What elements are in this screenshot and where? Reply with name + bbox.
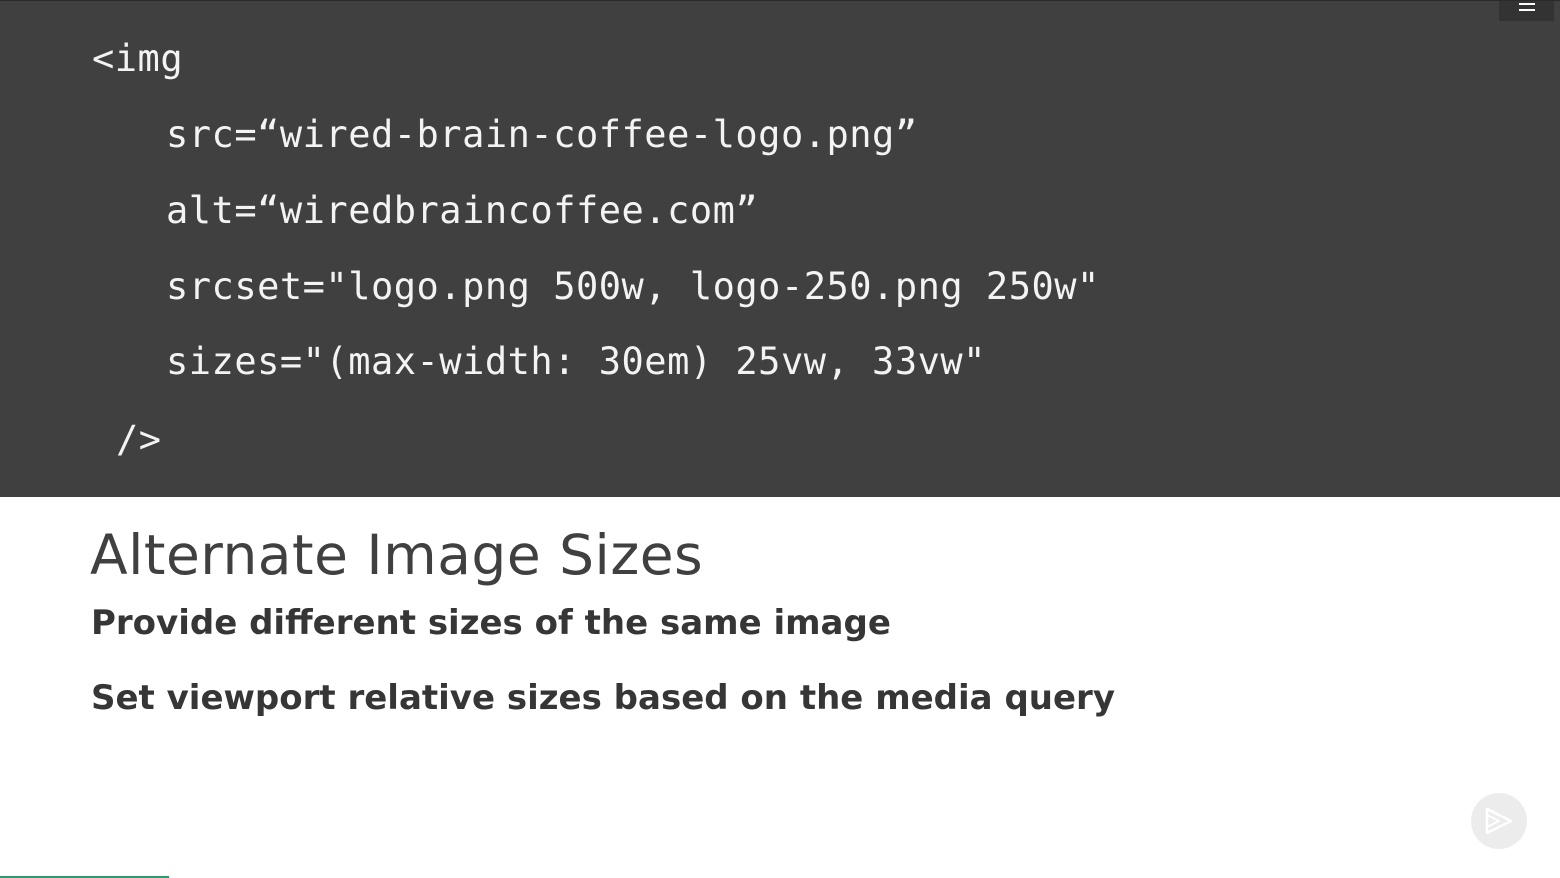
play-logo-button[interactable] <box>1471 793 1527 849</box>
bullet-provide-sizes: Provide different sizes of the same imag… <box>91 603 891 643</box>
code-line-img-open: <img <box>92 37 184 80</box>
code-line-img-close: /> <box>116 418 162 461</box>
menu-icon <box>1518 3 1535 15</box>
code-line-sizes: sizes="(max-width: 30em) 25vw, 33vw" <box>166 340 986 383</box>
code-line-src: src=“wired-brain-coffee-logo.png” <box>166 113 918 156</box>
play-logo-icon <box>1485 807 1513 835</box>
code-line-alt: alt=“wiredbraincoffee.com” <box>166 189 759 232</box>
slide-title: Alternate Image Sizes <box>90 523 704 587</box>
bullet-viewport-sizes: Set viewport relative sizes based on the… <box>91 678 1115 718</box>
code-line-srcset: srcset="logo.png 500w, logo-250.png 250w… <box>166 265 1100 308</box>
progress-bar <box>0 876 169 878</box>
code-panel: <img src=“wired-brain-coffee-logo.png” a… <box>0 0 1560 497</box>
menu-button[interactable] <box>1499 1 1554 21</box>
